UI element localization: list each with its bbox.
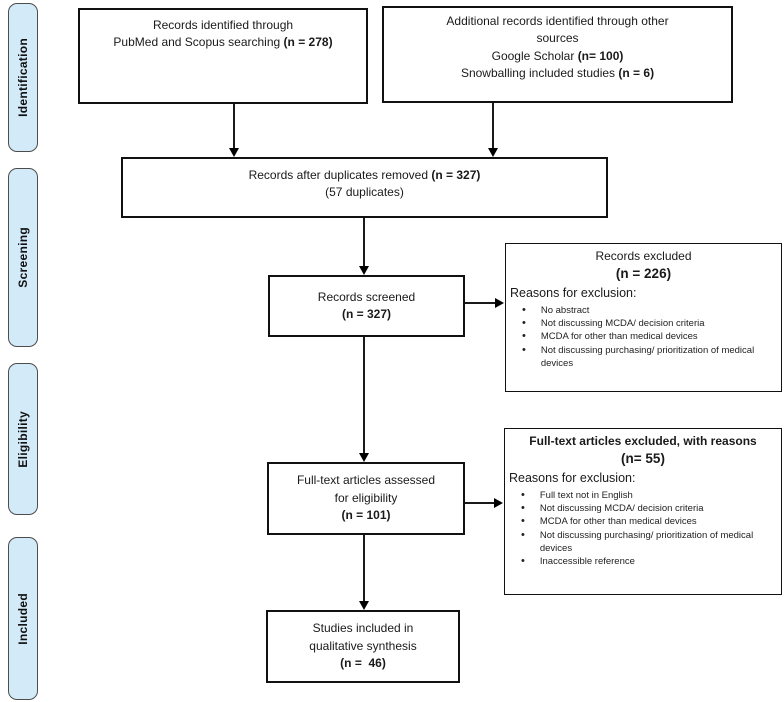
included-line2: qualitative synthesis bbox=[309, 638, 417, 653]
exclusion-reason: Full text not in English bbox=[505, 489, 781, 502]
records-excluded-n: (n = 226) bbox=[615, 266, 672, 282]
fulltext-excluded-title: Full-text articles excluded, with reason… bbox=[529, 434, 757, 448]
exclusion-reason: MCDA for other than medical devices bbox=[505, 515, 781, 528]
additional-records-n1: (n= 100) bbox=[577, 48, 624, 63]
stage-included-label: Included bbox=[16, 592, 30, 645]
arrow-fulltext-to-included bbox=[363, 535, 365, 603]
records-excluded-title: Records excluded bbox=[595, 249, 692, 263]
duplicates-line1: Records after duplicates removed (n = 32… bbox=[248, 168, 481, 182]
screened-n: (n = 327) bbox=[341, 307, 392, 321]
arrow-identified-to-duplicates bbox=[233, 104, 235, 150]
box-additional-records: Additional records identified through ot… bbox=[382, 6, 733, 103]
arrowhead-right-icon bbox=[494, 498, 503, 508]
additional-records-line2: sources bbox=[536, 31, 579, 46]
additional-records-n2: (n = 6) bbox=[618, 66, 655, 81]
stage-screening: Screening bbox=[8, 168, 38, 347]
arrow-fulltext-to-excluded bbox=[465, 502, 496, 504]
stage-identification-label: Identification bbox=[16, 38, 30, 117]
box-records-identified: Records identified through PubMed and Sc… bbox=[78, 8, 368, 104]
exclusion-reason: Not discussing purchasing/ prioritizatio… bbox=[505, 529, 781, 555]
arrowhead-down-icon bbox=[359, 266, 369, 275]
arrowhead-right-icon bbox=[495, 298, 504, 308]
arrow-duplicates-to-screened bbox=[363, 218, 365, 268]
exclusion-reason: No abstract bbox=[506, 304, 781, 317]
arrow-screened-to-excluded bbox=[465, 302, 497, 304]
stage-included: Included bbox=[8, 537, 38, 700]
records-excluded-reasons-label: Reasons for exclusion: bbox=[510, 285, 637, 300]
exclusion-reason: MCDA for other than medical devices bbox=[506, 330, 781, 343]
arrow-screened-to-fulltext bbox=[363, 337, 365, 455]
included-line1: Studies included in bbox=[312, 621, 414, 636]
additional-records-line4: Snowballing included studies (n = 6) bbox=[460, 66, 655, 81]
stage-screening-label: Screening bbox=[16, 227, 30, 288]
fulltext-line1: Full-text articles assessed bbox=[296, 473, 436, 488]
arrowhead-down-icon bbox=[488, 148, 498, 157]
fulltext-line2: for eligibility bbox=[334, 490, 398, 505]
box-records-excluded: Records excluded (n = 226) Reasons for e… bbox=[505, 243, 782, 392]
records-identified-line2: PubMed and Scopus searching (n = 278) bbox=[113, 35, 333, 50]
arrowhead-down-icon bbox=[359, 453, 369, 462]
arrowhead-down-icon bbox=[359, 601, 369, 610]
duplicates-line2: (57 duplicates) bbox=[325, 185, 404, 200]
fulltext-n: (n = 101) bbox=[341, 508, 391, 523]
records-identified-line1: Records identified through bbox=[152, 18, 294, 32]
stage-eligibility-label: Eligibility bbox=[16, 410, 30, 468]
exclusion-reason: Not discussing MCDA/ decision criteria bbox=[506, 317, 781, 330]
stage-eligibility: Eligibility bbox=[8, 363, 38, 515]
included-n: (n = 46) bbox=[340, 656, 386, 671]
arrow-additional-to-duplicates bbox=[492, 103, 494, 150]
records-identified-n: (n = 278) bbox=[283, 35, 333, 50]
exclusion-reason: Not discussing MCDA/ decision criteria bbox=[505, 502, 781, 515]
box-fulltext-excluded: Full-text articles excluded, with reason… bbox=[504, 428, 782, 595]
box-records-screened: Records screened (n = 327) bbox=[268, 275, 465, 337]
additional-records-line3: Google Scholar (n= 100) bbox=[491, 48, 624, 63]
duplicates-n: (n = 327) bbox=[431, 168, 481, 182]
arrowhead-down-icon bbox=[229, 148, 239, 157]
fulltext-excluded-reasons-label: Reasons for exclusion: bbox=[509, 470, 636, 485]
box-duplicates-removed: Records after duplicates removed (n = 32… bbox=[121, 157, 608, 218]
fulltext-excluded-n: (n= 55) bbox=[621, 451, 665, 467]
stage-identification: Identification bbox=[8, 3, 38, 152]
screened-line1: Records screened bbox=[317, 289, 416, 304]
box-studies-included: Studies included in qualitative synthesi… bbox=[266, 610, 460, 683]
box-fulltext-assessed: Full-text articles assessed for eligibil… bbox=[267, 462, 465, 535]
additional-records-line1: Additional records identified through ot… bbox=[446, 14, 669, 28]
exclusion-reason: Inaccessible reference bbox=[505, 555, 781, 568]
exclusion-reason: Not discussing purchasing/ prioritizatio… bbox=[506, 344, 781, 370]
